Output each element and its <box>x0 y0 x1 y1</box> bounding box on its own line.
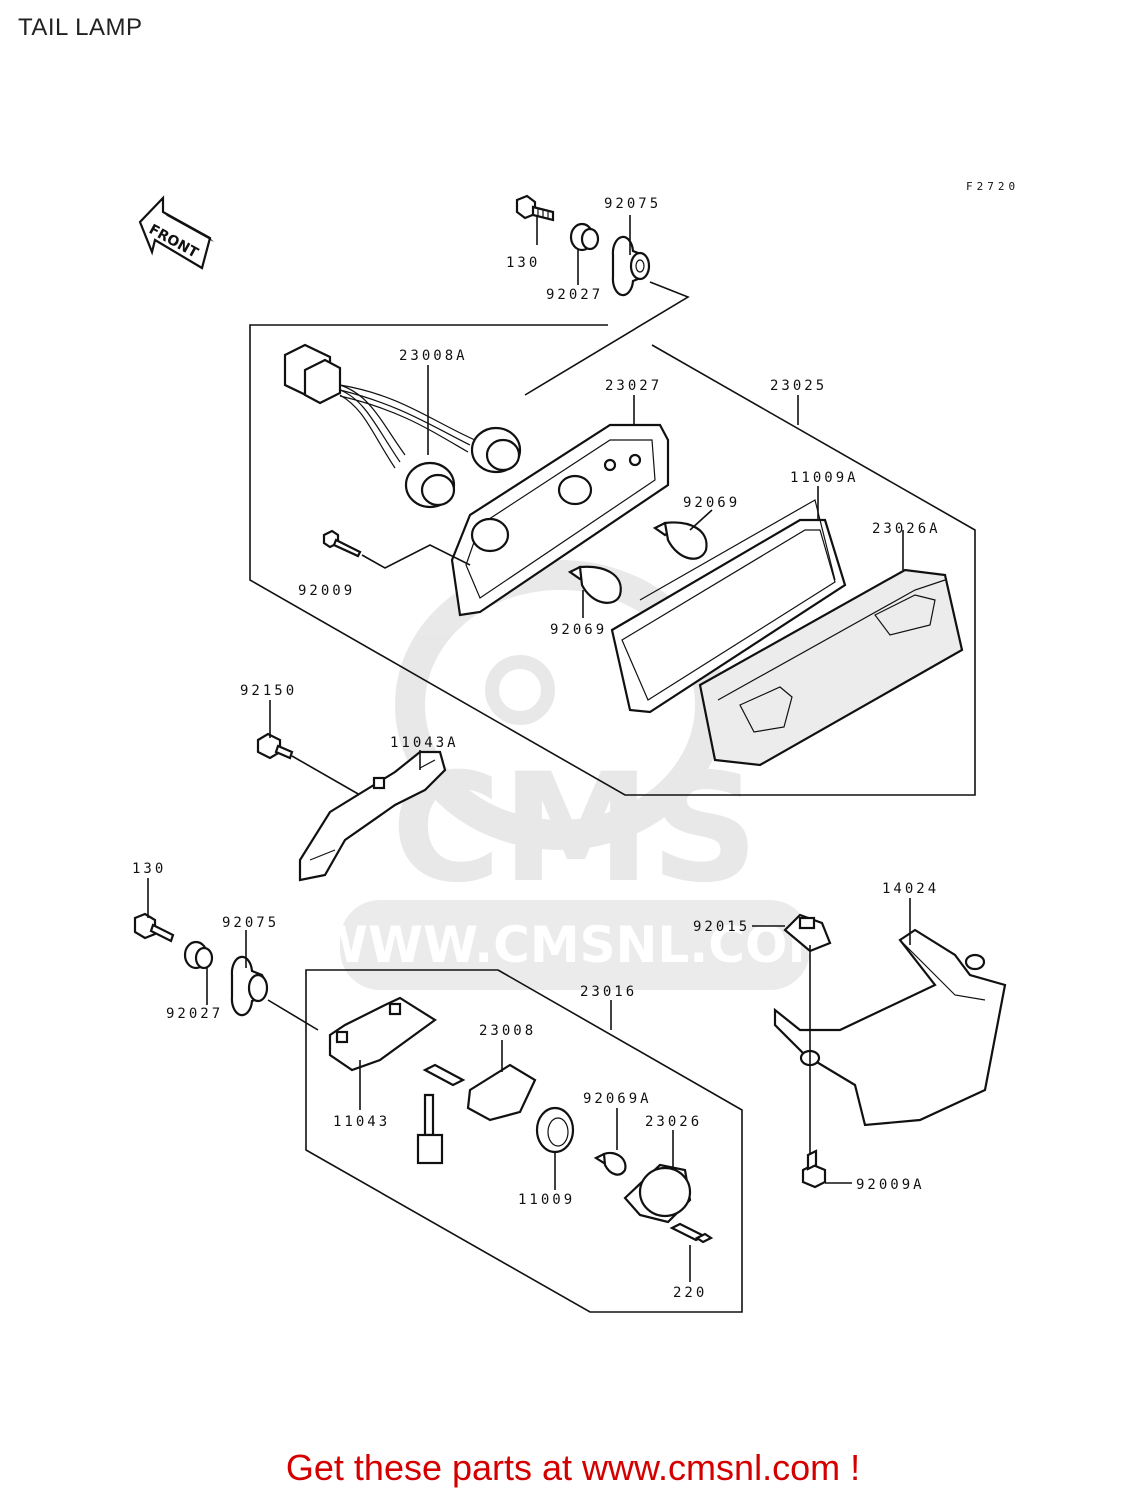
callout-23016: 23016 <box>580 984 637 1000</box>
bolt-130-lower <box>133 912 175 943</box>
callout-92069a: 92069A <box>583 1091 652 1107</box>
callout-92075-lower: 92075 <box>222 915 279 931</box>
reflector-11009a <box>610 499 847 714</box>
callout-92069-lower: 92069 <box>550 622 607 638</box>
callout-92015: 92015 <box>693 919 750 935</box>
tail-lamp-assembly-outline <box>249 324 976 796</box>
watermark-url: WWW.CMSNL.COM <box>313 916 838 974</box>
callout-92069-upper: 92069 <box>683 495 740 511</box>
figure-code: F2720 <box>966 180 1019 193</box>
collar-92027-lower <box>183 940 214 970</box>
lens-23026a <box>698 568 964 767</box>
callout-11009a: 11009A <box>790 470 859 486</box>
callout-92150: 92150 <box>240 683 297 699</box>
callout-92027-lower: 92027 <box>166 1006 223 1022</box>
bulb-92069a <box>593 1151 627 1176</box>
callout-14024: 14024 <box>882 881 939 897</box>
leader-lines <box>147 215 911 1282</box>
bolt-130-top <box>515 194 555 222</box>
leader-grommet-lower <box>267 999 319 1031</box>
callout-23026a: 23026A <box>872 521 941 537</box>
wiring-harness-23008a <box>283 343 522 509</box>
bulb-92069-upper <box>652 521 708 560</box>
gasket-11009 <box>535 1106 575 1154</box>
callout-92027: 92027 <box>546 287 603 303</box>
collar-92027-top <box>569 222 600 252</box>
callout-130-lower: 130 <box>132 861 166 877</box>
leader-92009 <box>361 544 471 569</box>
callout-23008a: 23008A <box>399 348 468 364</box>
socket-23008 <box>416 1063 537 1165</box>
callout-23008: 23008 <box>479 1023 536 1039</box>
watermark-brand: CMS <box>391 742 758 916</box>
page-title: TAIL LAMP <box>18 14 143 41</box>
callout-11043a: 11043A <box>390 735 459 751</box>
callout-92009: 92009 <box>298 583 355 599</box>
callout-92075: 92075 <box>604 196 661 212</box>
callout-23025: 23025 <box>770 378 827 394</box>
leader-bolt-92150 <box>291 755 361 796</box>
grommet-92075-lower <box>230 955 269 1017</box>
screw-220 <box>669 1222 714 1244</box>
clip-nut-92015 <box>783 913 832 953</box>
lamp-base-23027 <box>450 423 670 617</box>
grommet-92075-top <box>611 235 651 297</box>
callout-23027: 23027 <box>605 378 662 394</box>
callout-130: 130 <box>506 255 540 271</box>
footer-cta-link[interactable]: Get these parts at www.cmsnl.com ! <box>285 1447 861 1488</box>
callout-11009: 11009 <box>518 1192 575 1208</box>
bolt-92150 <box>256 732 294 760</box>
screw-92009 <box>322 529 362 558</box>
watermark: CMS WWW.CMSNL.COM <box>313 560 838 990</box>
lens-23026 <box>623 1163 692 1224</box>
front-arrow-icon: FRONT <box>138 195 214 270</box>
bulb-92069-lower <box>567 565 622 604</box>
callout-23026: 23026 <box>645 1114 702 1130</box>
lamp-body-bracket-line <box>524 281 690 396</box>
callout-11043: 11043 <box>333 1114 390 1130</box>
callout-92009a: 92009A <box>856 1177 925 1193</box>
reflector-14024 <box>773 928 1007 1127</box>
bracket-11043 <box>328 996 437 1072</box>
bracket-11043a <box>298 750 447 882</box>
bolt-92009a <box>801 1149 827 1189</box>
license-lamp-assembly-outline <box>305 969 743 1313</box>
callout-220: 220 <box>673 1285 707 1301</box>
